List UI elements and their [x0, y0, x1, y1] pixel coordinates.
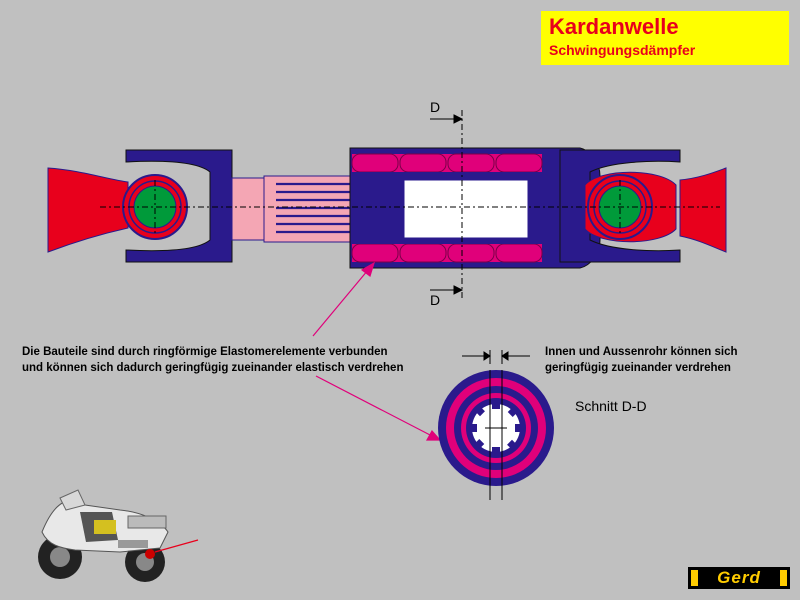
section-center-lines: [485, 370, 507, 500]
section-arrow-top: [430, 114, 464, 124]
elastomer-top: [352, 154, 542, 172]
logo-bar-left: [691, 570, 698, 586]
left-yoke: [47, 167, 129, 253]
rotation-gap-marker: [462, 350, 530, 364]
elastomer-note: Die Bauteile sind durch ringförmige Elas…: [22, 344, 403, 376]
section-mark-bottom: D: [430, 292, 441, 308]
left-bearing-core: [133, 185, 177, 229]
author-logo: Gerd: [688, 567, 790, 589]
section-view: [438, 350, 554, 500]
section-mark-top: D: [430, 99, 441, 115]
moto-pointer-line: [154, 539, 199, 553]
elastomer-bottom: [352, 244, 542, 262]
elastomer-note-line2: und können sich dadurch geringfügig zuei…: [22, 362, 404, 374]
elastomer-note-line1: Die Bauteile sind durch ringförmige Elas…: [22, 346, 388, 358]
callout-arrow-upper: [312, 261, 376, 337]
tubes-note-line1: Innen und Aussenrohr können sich: [545, 346, 738, 358]
motorcycle-illustration: [38, 489, 199, 582]
left-fork: [125, 149, 233, 263]
shaft-neck: [231, 177, 265, 241]
section-label: Schnitt D-D: [575, 398, 647, 414]
title-box: Kardanwelle Schwingungsdämpfer: [541, 11, 789, 65]
tubes-note: Innen und Aussenrohr können sich geringf…: [545, 344, 738, 376]
callout-arrow-lower: [315, 375, 442, 441]
center-lines: [100, 110, 720, 300]
inner-bore: [403, 179, 529, 239]
section-arrow-bottom: [430, 285, 464, 295]
right-yoke: [679, 167, 727, 253]
tubes-note-line2: geringfügig zueinander verdrehen: [545, 362, 731, 374]
logo-text: Gerd: [717, 568, 761, 587]
right-fork: [559, 149, 681, 263]
page-title: Kardanwelle: [549, 14, 679, 39]
page-subtitle: Schwingungsdämpfer: [549, 42, 696, 58]
section-splines: [470, 402, 522, 454]
logo-bar-right: [780, 570, 787, 586]
